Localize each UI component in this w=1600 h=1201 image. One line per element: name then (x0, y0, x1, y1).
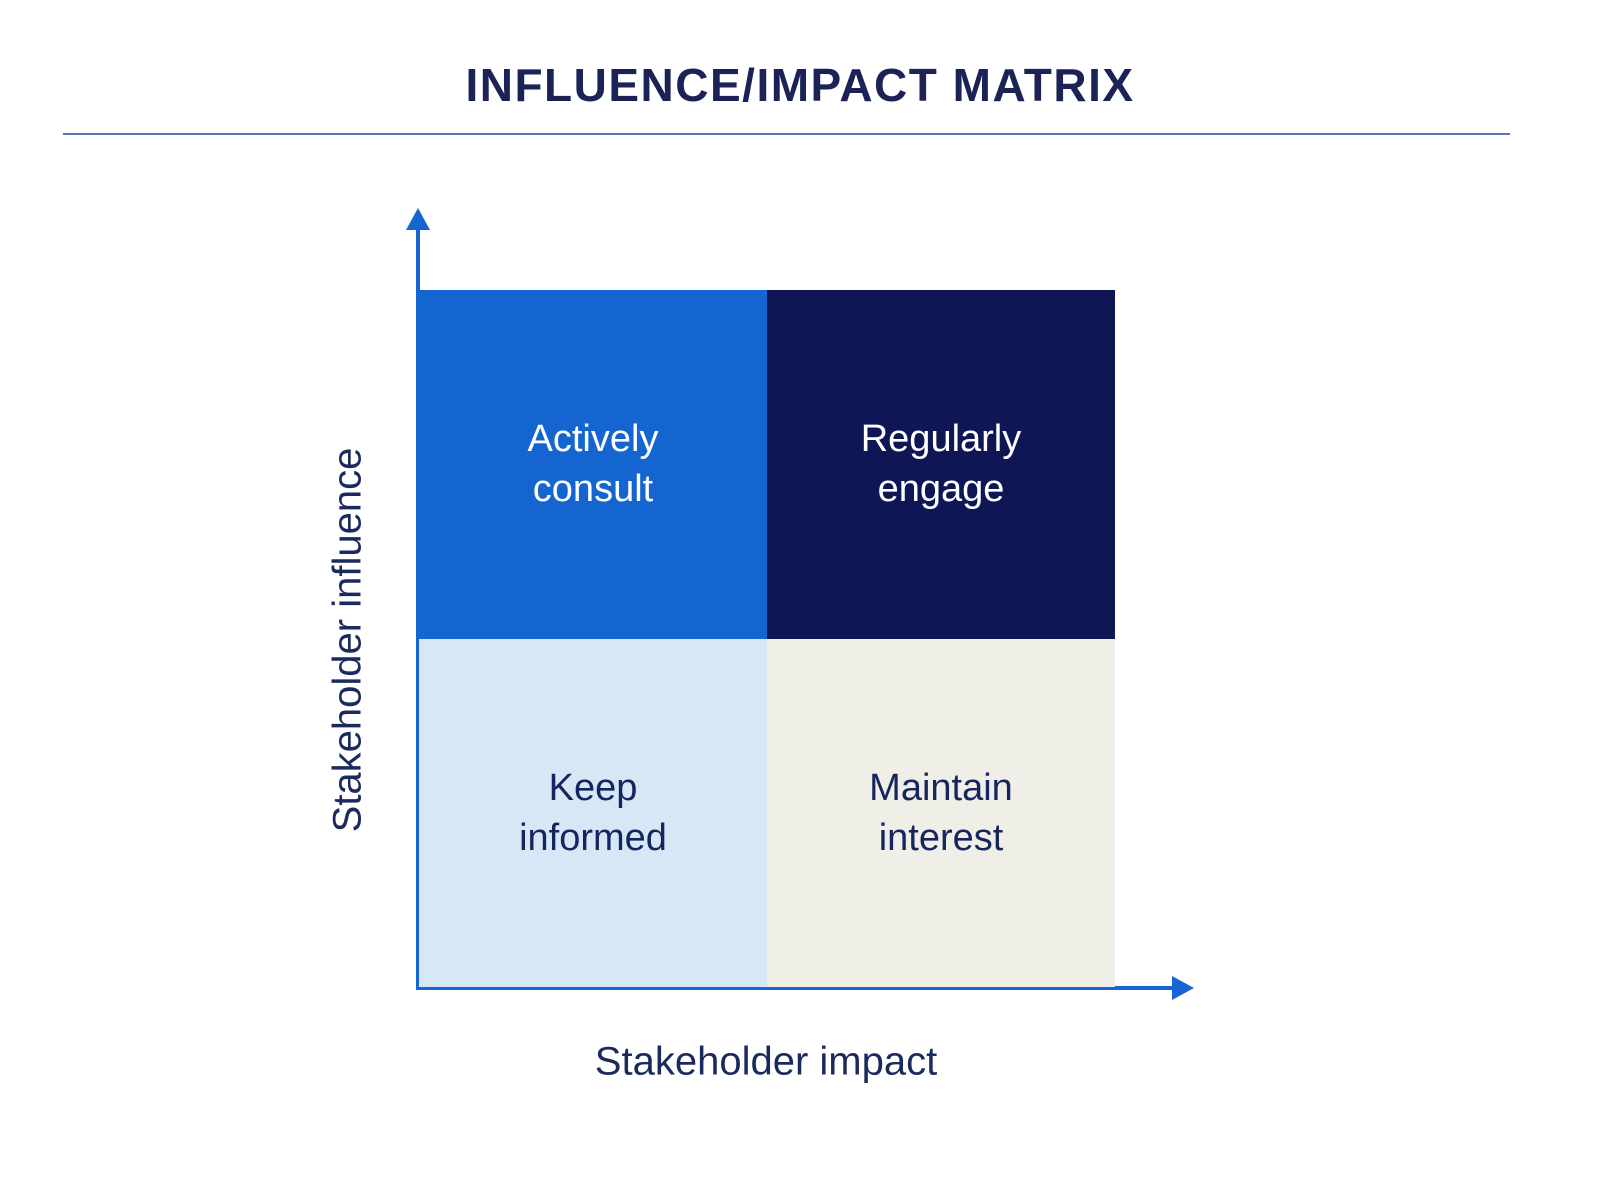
quadrant-keep-informed: Keep informed (419, 638, 767, 987)
quadrant-actively-consult: Actively consult (419, 290, 767, 639)
quadrant-maintain-interest: Maintain interest (767, 638, 1115, 987)
x-axis-label: Stakeholder impact (594, 1039, 938, 1084)
quadrant-label: Maintain interest (869, 766, 1013, 859)
x-axis-line (416, 986, 1178, 990)
page-title: INFLUENCE/IMPACT MATRIX (465, 59, 1135, 111)
quadrant-label: Actively consult (527, 418, 659, 511)
y-axis-line (416, 228, 420, 990)
quadrant-label: Regularly engage (860, 418, 1022, 511)
quadrant-regularly-engage: Regularly engage (767, 290, 1115, 639)
title-divider (63, 133, 1510, 135)
x-axis-arrow-right-icon (1172, 976, 1194, 1000)
quadrant-label: Keep informed (519, 766, 667, 859)
y-axis-label: Stakeholder influence (325, 447, 370, 833)
y-axis-arrow-up-icon (406, 208, 430, 230)
quadrant-matrix: Actively consult Regularly engage Keep i… (419, 290, 1115, 987)
